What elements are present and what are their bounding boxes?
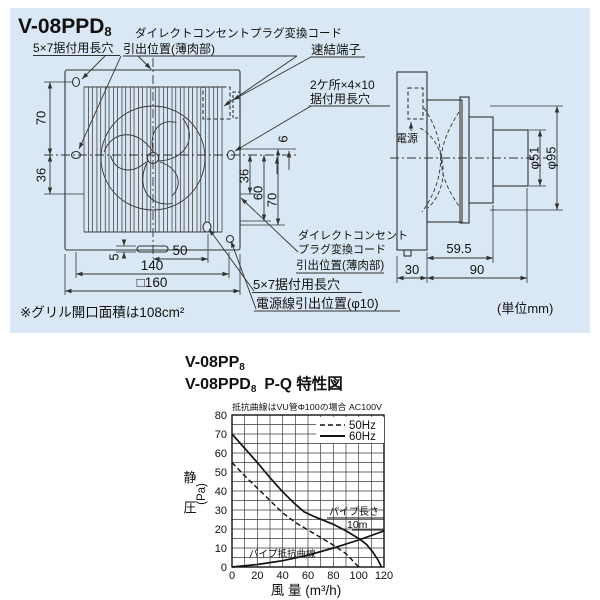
dim-right-36: 36 xyxy=(237,169,252,183)
curve-50hz xyxy=(231,462,360,568)
curve-pipe-resistance xyxy=(231,530,385,568)
dim-bottom-50: 50 xyxy=(172,243,187,258)
label-plug-top-2: 引出位置(薄肉部) xyxy=(123,41,215,56)
chart-title-1: V-08PP8 xyxy=(185,354,245,373)
label-slot57-top: 5×7据付用長穴 xyxy=(33,40,113,55)
label-underlines xyxy=(33,55,400,312)
label-plug-br-1: ダイレクトコンセント xyxy=(298,228,408,242)
terminal-cover-hidden xyxy=(202,86,231,120)
dim-phi95: φ95 xyxy=(544,147,559,170)
dim-side-30: 30 xyxy=(405,262,419,277)
dim-right-70: 70 xyxy=(265,193,280,207)
impeller-hidden-lines xyxy=(419,107,460,213)
annotation-underlines xyxy=(327,517,384,531)
legend-label-50hz: 50Hz xyxy=(349,420,376,432)
x-tick-label: 60 xyxy=(302,570,314,582)
y-axis-title-1: 静 xyxy=(183,470,196,485)
x-axis-title: 風 量 (m³/h) xyxy=(271,583,342,598)
label-slot2-1: 2ケ所×4×10 xyxy=(310,78,375,92)
dim-bottom-140: 140 xyxy=(141,258,164,273)
pipe-length-value: 10m xyxy=(347,519,368,531)
panel-text: V-08PPD8 5×7据付用長穴 ダイレクトコンセントプラグ変換コード 引出位… xyxy=(18,15,559,320)
chart-legend: 50Hz 60Hz xyxy=(316,417,384,443)
centerlines xyxy=(44,58,298,258)
label-plug-br-3: 引出位置(薄肉部) xyxy=(296,258,384,272)
label-power: 電源 xyxy=(396,131,418,145)
dim-phi51: φ51 xyxy=(527,147,542,170)
y-axis-unit: (Pa) xyxy=(196,483,208,505)
dim-bottom-160: □160 xyxy=(137,275,168,290)
x-tick-label: 0 xyxy=(229,570,235,582)
x-tick-label: 40 xyxy=(277,570,289,582)
label-slot2-2: 据付用長穴 xyxy=(310,91,370,106)
y-tick-label: 70 xyxy=(215,429,227,441)
pipe-length-label: パイプ長さ xyxy=(329,506,379,518)
extension-lines-front xyxy=(44,81,296,295)
curve-60hz xyxy=(231,433,383,568)
y-tick-label: 20 xyxy=(215,524,227,536)
dim-side-90: 90 xyxy=(470,262,484,277)
y-tick-label: 80 xyxy=(215,410,227,422)
dim-bottom-5: 5 xyxy=(107,253,122,260)
label-plug-br-2: プラグ変換コード xyxy=(298,242,386,256)
x-tick-label: 100 xyxy=(349,570,367,582)
dim-left-36: 36 xyxy=(34,168,49,182)
label-terminal: 速結端子 xyxy=(311,43,361,57)
label-slot57-bottom: 5×7据付用長穴 xyxy=(253,277,340,292)
extension-lines-side xyxy=(396,105,563,283)
dim-side-595: 59.5 xyxy=(446,241,471,256)
power-knockout-hidden xyxy=(407,87,424,120)
fan-body xyxy=(426,99,463,223)
grille-latch xyxy=(136,245,169,253)
x-tick-label: 120 xyxy=(375,570,393,582)
grille-outline xyxy=(64,69,241,251)
dim-left-70: 70 xyxy=(34,111,49,125)
y-tick-label: 10 xyxy=(215,543,227,555)
chart-curves xyxy=(231,433,385,568)
x-tick-label: 80 xyxy=(327,570,339,582)
unit-note: (単位mm) xyxy=(497,301,553,316)
front-view xyxy=(44,58,298,295)
y-tick-label: 30 xyxy=(215,505,227,517)
label-plug-top-1: ダイレクトコンセントプラグ変換コード xyxy=(135,26,342,40)
legend-label-60hz: 60Hz xyxy=(349,431,376,443)
y-tick-label: 0 xyxy=(221,562,227,574)
label-power-out: 電源線引出位置(φ10) xyxy=(256,296,379,311)
dim-right-6: 6 xyxy=(276,135,291,142)
side-knockout-hidden xyxy=(232,91,241,119)
y-tick-label: 50 xyxy=(215,467,227,479)
pipe-resistance-label: パイプ抵抗曲線 xyxy=(249,548,316,560)
note-grille-area: ※グリル開口面積は108cm² xyxy=(20,305,185,320)
model-title: V-08PPD8 xyxy=(18,15,112,39)
latch-section xyxy=(403,249,412,257)
grille-slats xyxy=(83,86,223,233)
power-cord-hole xyxy=(225,234,235,244)
y-axis-title-2: 圧 xyxy=(183,500,196,515)
side-view xyxy=(390,71,563,283)
y-tick-label: 40 xyxy=(215,486,227,498)
dim-right-60: 60 xyxy=(251,186,266,200)
x-tick-label: 20 xyxy=(251,570,263,582)
y-tick-label: 60 xyxy=(215,448,227,460)
legend-background xyxy=(316,417,384,443)
dimension-arrows xyxy=(47,55,560,310)
chart-subtitle: 抵抗曲線はVU管Φ100の場合 AC100V xyxy=(232,402,382,412)
